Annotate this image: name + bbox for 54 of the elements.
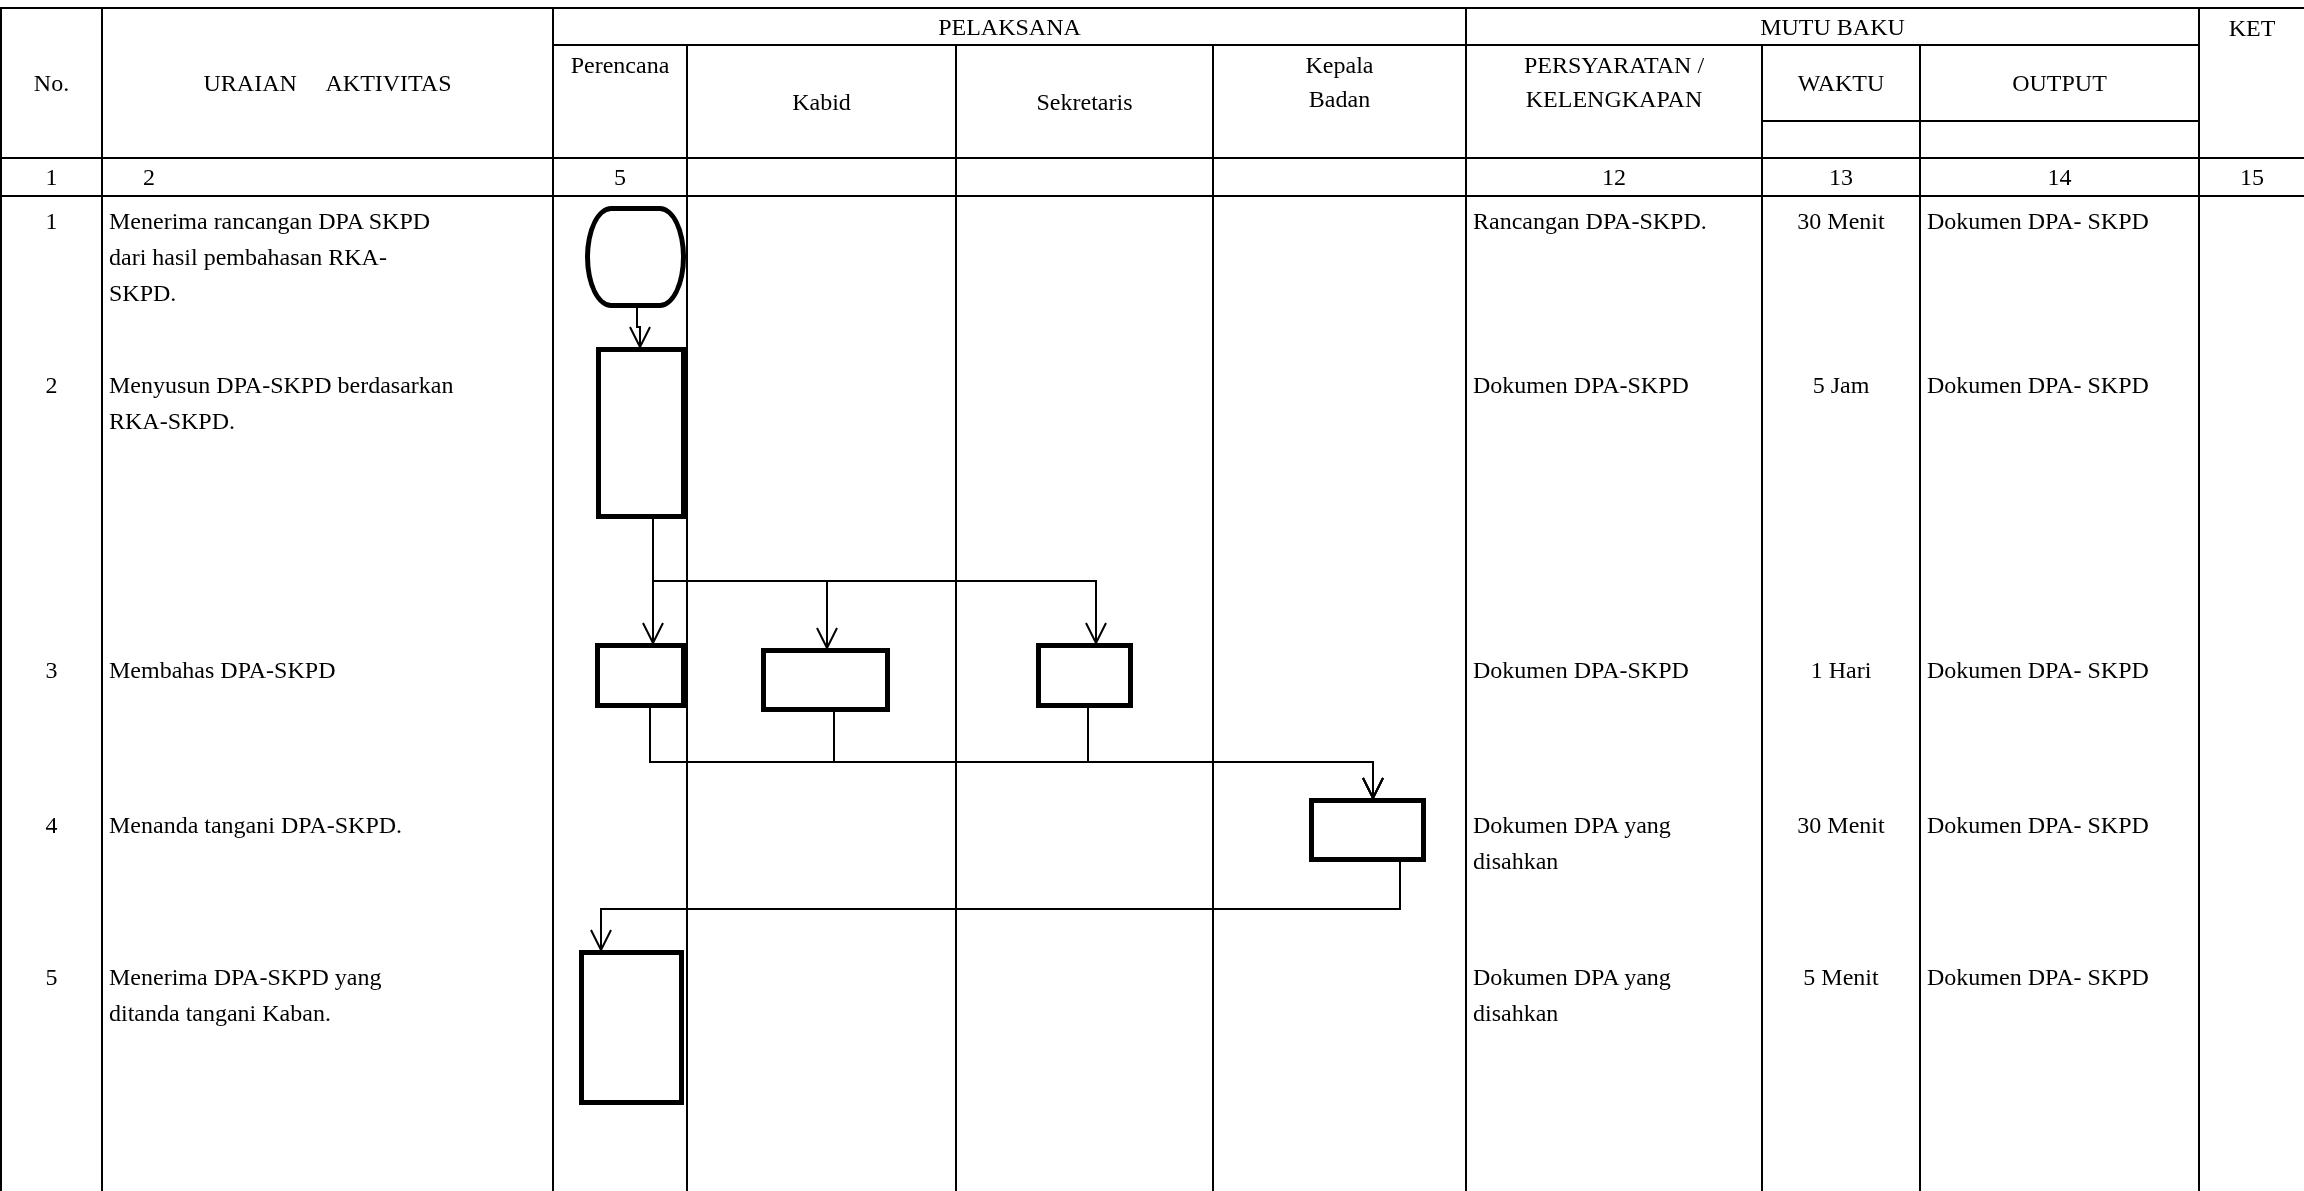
requirement-text: Dokumen DPA-SKPD (1473, 656, 1690, 685)
column-header: No. (33, 69, 70, 98)
arrow (590, 861, 1401, 951)
requirement-text: Dokumen DPA-SKPD (1473, 371, 1690, 400)
column-header: Sekretaris (1036, 87, 1133, 117)
arrow (1087, 707, 1384, 799)
process-box (761, 648, 890, 712)
duration-text: 5 Menit (1802, 963, 1880, 992)
column-header: KET (2228, 14, 2276, 43)
row-number: 3 (44, 656, 59, 685)
output-text: Dokumen DPA- SKPD (1927, 207, 2150, 236)
row-number: 5 (44, 963, 59, 992)
process-box (579, 950, 684, 1105)
duration-text: 5 Jam (1811, 371, 1871, 400)
row-number: 2 (44, 371, 59, 400)
duration-text: 30 Menit (1796, 207, 1886, 236)
output-text: Dokumen DPA- SKPD (1927, 371, 2150, 400)
column-header: PELAKSANA (938, 12, 1081, 42)
duration-text: 1 Hari (1809, 656, 1873, 685)
column-header: Perencana (570, 51, 670, 80)
column-header: OUTPUT (2012, 69, 2107, 98)
row-number: 1 (44, 207, 59, 236)
column-number: 12 (1602, 163, 1626, 192)
activity-text: Menerima DPA-SKPD yang ditanda tangani Kaban. (109, 963, 383, 1028)
column-header: WAKTU (1797, 69, 1885, 98)
process-box (596, 347, 686, 519)
column-header: URAIAN AKTIVITAS (203, 69, 452, 98)
row-number: 4 (44, 811, 59, 840)
column-number: 13 (1829, 163, 1853, 192)
arrow (629, 307, 651, 348)
column-number: 15 (2240, 163, 2264, 192)
column-number: 2 (143, 163, 155, 192)
terminator-shape (585, 206, 686, 308)
column-header: MUTU BAKU (1760, 12, 1905, 42)
duration-text: 30 Menit (1796, 811, 1886, 840)
activity-text: Membahas DPA-SKPD (109, 656, 337, 685)
requirement-text: Rancangan DPA-SKPD. (1473, 207, 1708, 236)
output-text: Dokumen DPA- SKPD (1927, 963, 2150, 992)
activity-text: Menyusun DPA-SKPD berdasarkan RKA-SKPD. (109, 371, 454, 436)
activity-text: Menanda tangani DPA-SKPD. (109, 811, 404, 840)
column-number: 5 (614, 163, 626, 192)
process-box (1309, 798, 1426, 862)
process-box (595, 643, 686, 708)
output-text: Dokumen DPA- SKPD (1927, 811, 2150, 840)
requirement-text: Dokumen DPA yang disahkan (1473, 963, 1672, 1028)
activity-text: Menerima rancangan DPA SKPD dari hasil pembahasan RKA-SKPD. (109, 207, 432, 308)
process-box (1036, 643, 1133, 708)
output-text: Dokumen DPA- SKPD (1927, 656, 2150, 685)
column-header: Kepala Badan (1304, 51, 1375, 114)
requirement-text: Dokumen DPA yang disahkan (1473, 811, 1672, 876)
column-number: 14 (2047, 163, 2072, 192)
column-header: PERSYARATAN / KELENGKAPAN (1522, 51, 1706, 114)
column-header: Kabid (792, 87, 851, 117)
column-number: 1 (45, 163, 58, 192)
